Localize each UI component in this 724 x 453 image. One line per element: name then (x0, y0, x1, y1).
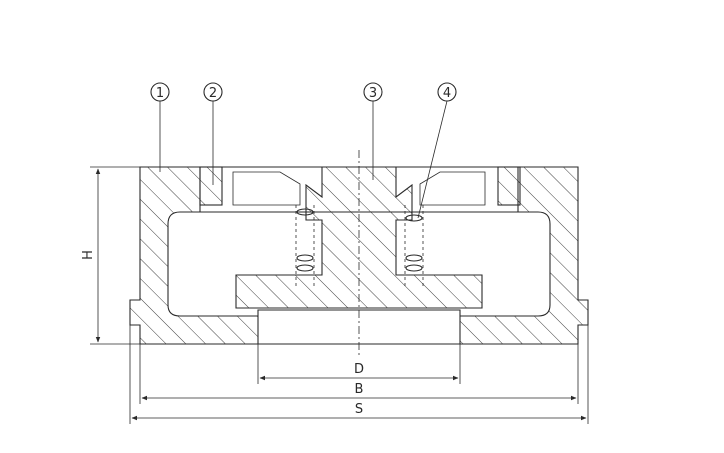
svg-text:4: 4 (443, 86, 451, 101)
svg-text:H: H (81, 250, 96, 260)
dimension-middle-diameter: B (139, 344, 579, 404)
svg-text:B: B (355, 382, 364, 397)
callout-1: 1 (150, 82, 170, 102)
callout-leaders (159, 100, 448, 219)
callout-2: 2 (203, 82, 223, 102)
dimension-height: H (81, 166, 140, 345)
svg-text:D: D (354, 362, 364, 377)
dimension-overall-width: S (129, 325, 589, 424)
callout-4: 4 (437, 82, 457, 102)
callout-3: 3 (363, 82, 383, 102)
svg-text:S: S (355, 402, 363, 417)
svg-text:3: 3 (369, 86, 377, 101)
dimension-inner-diameter: D (257, 344, 461, 384)
spring-left (295, 205, 315, 288)
seat-ring (199, 166, 521, 206)
spring-right (404, 205, 424, 288)
svg-text:2: 2 (209, 86, 217, 101)
svg-text:1: 1 (156, 86, 164, 101)
